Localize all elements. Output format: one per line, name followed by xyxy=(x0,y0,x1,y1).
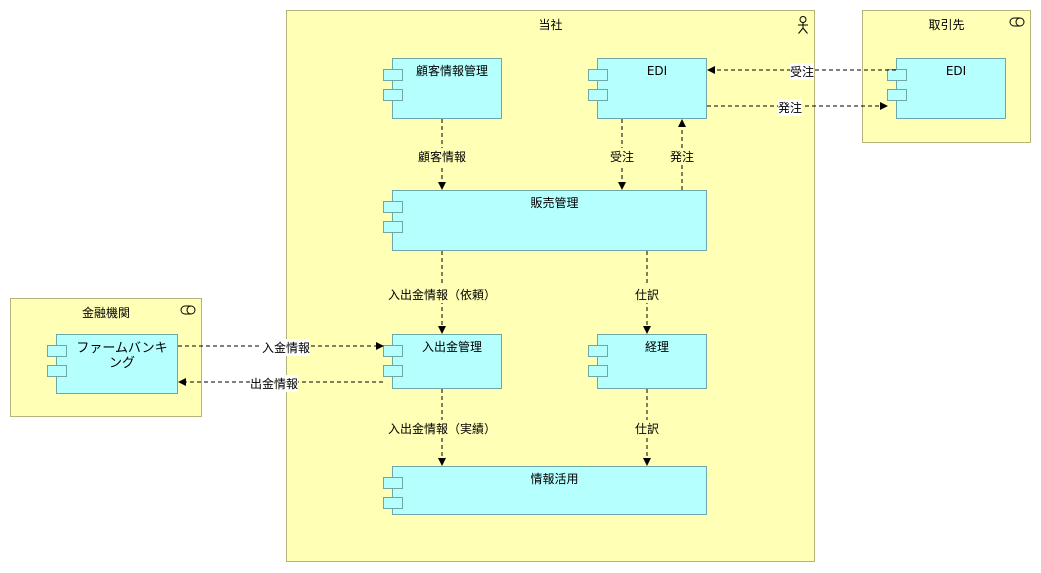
component-tab-icon xyxy=(47,365,67,377)
flow-label-customer-info: 顧客情報 xyxy=(418,148,467,165)
component-edi-internal[interactable]: EDI xyxy=(588,58,707,119)
actor-icon xyxy=(797,16,809,37)
component-tab-icon xyxy=(383,201,403,213)
component-edi-partner[interactable]: EDI xyxy=(887,58,1006,119)
component-label: 情報活用 xyxy=(530,472,579,486)
flow-label-cash-to-info: 入出金情報（実績） xyxy=(388,420,497,437)
component-label: 販売管理 xyxy=(530,196,579,210)
component-tab-icon xyxy=(383,477,403,489)
flow-label-sales-to-edi: 発注 xyxy=(670,148,695,165)
component-cash-mgmt[interactable]: 入出金管理 xyxy=(383,334,502,389)
component-label: 入出金管理 xyxy=(421,340,482,354)
component-label: ファームバンキング xyxy=(76,341,168,371)
component-tab-icon xyxy=(383,497,403,509)
role-icon xyxy=(1009,16,1025,30)
component-tab-icon xyxy=(588,365,608,377)
component-tab-icon xyxy=(383,89,403,101)
component-firm-banking[interactable]: ファームバンキング xyxy=(47,334,178,394)
component-tab-icon xyxy=(887,89,907,101)
component-sales-mgmt[interactable]: 販売管理 xyxy=(383,190,707,251)
group-bank-title: 金融機関 xyxy=(81,306,130,320)
group-company-title: 当社 xyxy=(538,18,563,32)
role-icon xyxy=(180,304,196,318)
component-tab-icon xyxy=(383,365,403,377)
component-tab-icon xyxy=(47,345,67,357)
flow-label-partner-to-edi: 受注 xyxy=(790,63,815,80)
component-tab-icon xyxy=(887,69,907,81)
component-customer-mgmt[interactable]: 顧客情報管理 xyxy=(383,58,502,119)
group-partner-title: 取引先 xyxy=(928,18,965,32)
component-tab-icon xyxy=(383,221,403,233)
flow-label-edi-to-sales: 受注 xyxy=(610,148,635,165)
flow-label-accounting-to-info: 仕訳 xyxy=(635,420,660,437)
component-label: 顧客情報管理 xyxy=(415,64,488,78)
flow-label-bank-withdraw: 出金情報 xyxy=(250,375,299,392)
component-tab-icon xyxy=(383,345,403,357)
component-label: 経理 xyxy=(644,340,669,354)
flow-label-bank-deposit: 入金情報 xyxy=(262,339,311,356)
component-label: EDI xyxy=(945,64,967,78)
component-tab-icon xyxy=(588,69,608,81)
component-tab-icon xyxy=(383,69,403,81)
flow-label-sales-to-cash: 入出金情報（依頼） xyxy=(388,286,497,303)
component-label: EDI xyxy=(646,64,668,78)
component-tab-icon xyxy=(588,345,608,357)
component-info-use[interactable]: 情報活用 xyxy=(383,466,707,515)
component-tab-icon xyxy=(588,89,608,101)
component-accounting[interactable]: 経理 xyxy=(588,334,707,389)
flow-label-sales-to-accounting: 仕訳 xyxy=(635,286,660,303)
flow-label-edi-to-partner: 発注 xyxy=(778,99,803,116)
